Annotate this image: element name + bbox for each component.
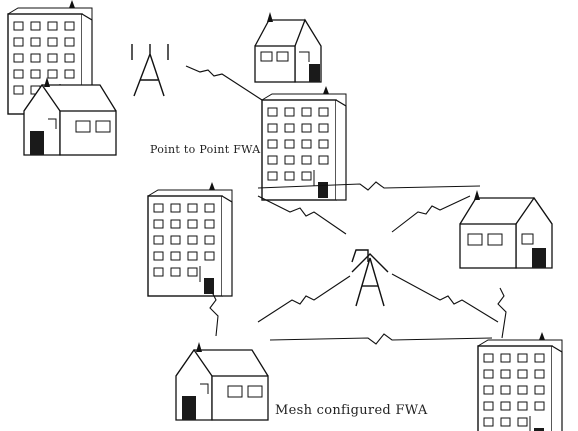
apartment-building-p2p xyxy=(261,85,347,201)
p2p-antenna-tower-icon xyxy=(131,44,169,97)
apartment-building-mesh-bottom-right xyxy=(477,331,563,431)
point-to-point-section xyxy=(7,0,347,201)
mesh-antenna-tower-icon xyxy=(351,249,389,307)
p2p-radio-link xyxy=(185,65,263,101)
mesh-radio-links xyxy=(209,181,507,345)
mesh-configured-label: Mesh configured FWA xyxy=(275,403,428,418)
point-to-point-label: Point to Point FWA xyxy=(150,143,261,156)
house-top-right xyxy=(254,11,322,83)
house-mesh-top-right xyxy=(459,189,553,269)
house-mesh-bottom-left xyxy=(175,341,269,421)
apartment-building-mesh-top-left xyxy=(147,181,233,297)
mesh-section xyxy=(147,181,563,431)
